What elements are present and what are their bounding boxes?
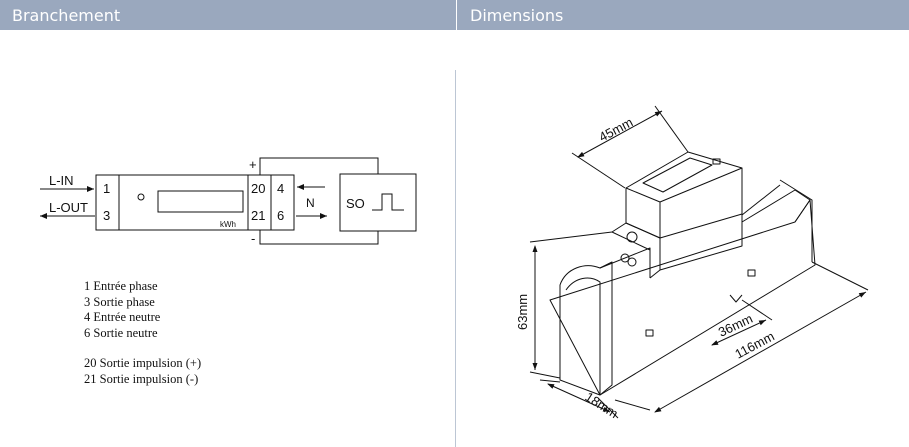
terminal-4: 4 bbox=[277, 181, 284, 196]
ext-line bbox=[571, 152, 626, 189]
ext-line bbox=[529, 371, 561, 379]
terminal-20: 20 bbox=[251, 181, 265, 196]
kwh-label: kWh bbox=[220, 220, 236, 229]
front-block bbox=[559, 261, 613, 396]
clip-slot bbox=[747, 269, 756, 277]
l-in-label: L-IN bbox=[49, 173, 74, 188]
terminal-6: 6 bbox=[277, 208, 284, 223]
ext-line bbox=[539, 379, 561, 383]
terminal-3: 3 bbox=[103, 208, 110, 223]
clip-slot bbox=[645, 329, 654, 337]
branchement-title: Branchement bbox=[12, 6, 121, 25]
terminal-block bbox=[611, 222, 661, 279]
meter-display bbox=[157, 190, 244, 213]
front-top bbox=[599, 247, 651, 269]
dim-18-line bbox=[547, 383, 611, 413]
dim-116-line bbox=[654, 291, 867, 413]
legend-item: 1 Entrée phase bbox=[84, 279, 158, 293]
legend-item: 20 Sortie impulsion (+) bbox=[84, 356, 202, 370]
terminal-face bbox=[611, 231, 651, 278]
top-housing-edge bbox=[625, 167, 743, 203]
dimensions-title: Dimensions bbox=[470, 6, 564, 25]
l-out-label: L-OUT bbox=[49, 200, 88, 215]
terminal-legend: 1 Entrée phase 3 Sortie phase 4 Entrée n… bbox=[84, 279, 201, 387]
terminal-21: 21 bbox=[251, 208, 265, 223]
legend-item: 21 Sortie impulsion (-) bbox=[84, 371, 199, 386]
ext-line bbox=[811, 261, 869, 291]
lcd-indicator bbox=[712, 158, 721, 165]
lcd-window bbox=[642, 157, 713, 193]
minus-label: - bbox=[251, 231, 255, 246]
legend-item: 6 Sortie neutre bbox=[84, 325, 158, 340]
lower-step bbox=[659, 214, 743, 271]
legend-item: 3 Sortie phase bbox=[84, 294, 155, 309]
header-separator bbox=[456, 0, 457, 30]
dim-63-label: 63mm bbox=[515, 294, 530, 330]
terminal-hole bbox=[620, 253, 630, 263]
terminal-1: 1 bbox=[103, 181, 110, 196]
front-curve bbox=[565, 277, 601, 395]
legend-item: 4 Entrée neutre bbox=[84, 310, 161, 324]
minus-wire bbox=[259, 230, 379, 245]
terminal-screw bbox=[626, 231, 638, 243]
dim-45-line bbox=[577, 110, 663, 158]
meter-led bbox=[137, 193, 145, 201]
ext-line bbox=[654, 105, 689, 153]
ext-line bbox=[529, 231, 613, 243]
pulse-icon bbox=[372, 193, 404, 211]
wiring-diagram: L-IN L-OUT 1 3 20 21 4 6 kWh + - N SO bbox=[40, 157, 417, 246]
rail-top bbox=[741, 184, 781, 216]
rail-notch bbox=[729, 294, 743, 303]
branchement-header: Branchement bbox=[0, 0, 457, 30]
plus-wire bbox=[259, 157, 379, 175]
dimensions-drawing: 45mm 63mm 18mm 36mm 116mm bbox=[515, 105, 869, 421]
terminal-hole bbox=[627, 257, 637, 267]
dim-116-label: 116mm bbox=[732, 329, 776, 362]
plus-label: + bbox=[249, 157, 257, 172]
rail-edge bbox=[779, 179, 813, 262]
panel-divider bbox=[455, 70, 456, 447]
meter-body bbox=[95, 174, 295, 231]
dimensions-header: Dimensions bbox=[457, 0, 909, 30]
neutral-label: N bbox=[306, 196, 315, 210]
dim-45-label: 45mm bbox=[596, 114, 635, 144]
base-outline bbox=[549, 199, 816, 396]
so-label: SO bbox=[346, 196, 365, 211]
rail-tab bbox=[741, 189, 811, 223]
ext-line bbox=[614, 399, 651, 411]
dim-36-label: 36mm bbox=[716, 311, 755, 340]
